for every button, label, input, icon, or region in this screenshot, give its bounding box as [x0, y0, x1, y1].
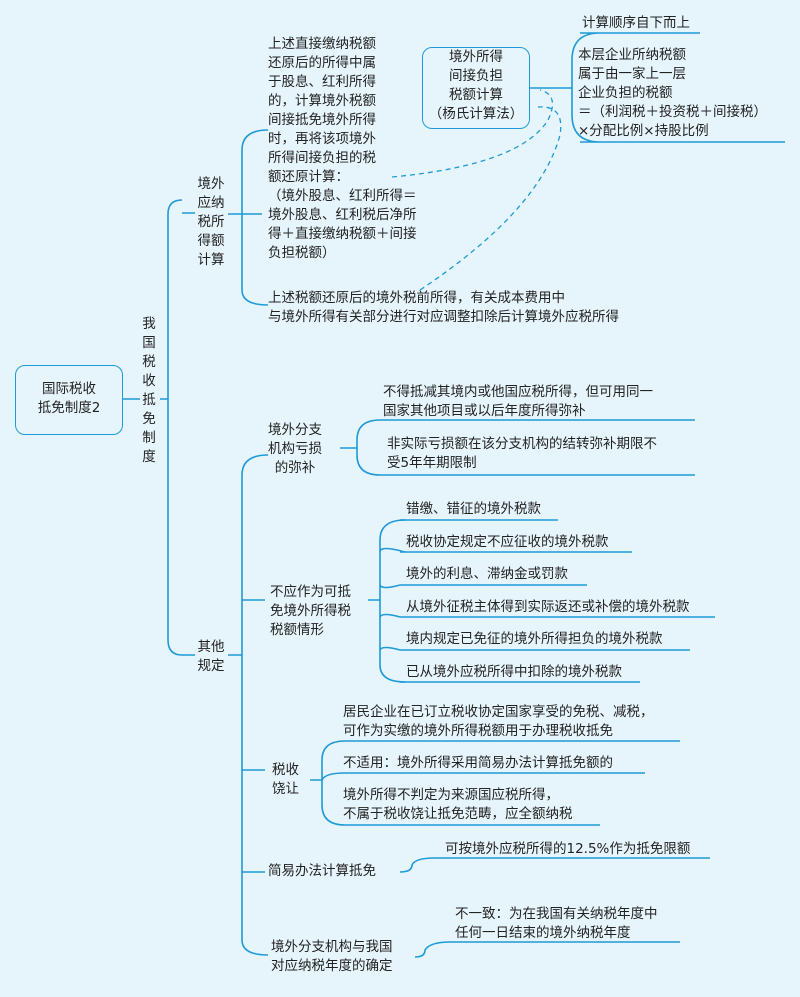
non-credit-item: 从境外征税主体得到实际返还或补偿的境外税款 [406, 599, 690, 615]
sparing-item: 居民企业在已订立税收协定国家享受的免税、减税， 可作为实缴的境外所得税额用于办理… [343, 704, 654, 739]
non-credit-item: 错缴、错征的境外税款 [406, 501, 541, 517]
loss-item: 非实际亏损额在该分支机构的结转弥补期限不 受5年年期限制 [387, 436, 657, 471]
sparing-title: 税收 饶让 [272, 762, 299, 797]
root-node: 国际税收 抵免制度2 [15, 365, 123, 435]
loss-title: 境外分支 机构亏损 的弥补 [268, 422, 322, 476]
simple-title: 简易办法计算抵免 [268, 863, 376, 879]
non-credit-item: 境内规定已免征的境外所得担负的境外税款 [406, 631, 663, 647]
calc-order: 计算顺序自下而上 [582, 15, 690, 31]
non-credit-item: 境外的利息、滞纳金或罚款 [406, 566, 568, 582]
sparing-item: 不适用：境外所得采用简易办法计算抵免额的 [343, 755, 613, 771]
yang-method-box: 境外所得 间接负担 税额计算 （杨氏计算法） [422, 47, 530, 129]
year-item: 不一致：为在我国有关纳税年度中 任何一日结束的境外纳税年度 [455, 906, 658, 941]
non-credit-item: 税收协定规定不应征收的境外税款 [406, 534, 609, 550]
section1-title: 境外 应纳 税所 得额 计算 [197, 176, 225, 268]
root-title: 国际税收 抵免制度2 [37, 381, 101, 416]
level1-title: 我 国 税 收 抵 免 制 度 [142, 316, 156, 465]
yang-method-text: 境外所得 间接负担 税额计算 （杨氏计算法） [428, 49, 524, 122]
formula: 本层企业所纳税额 属于由一家上一层 企业负担的税额 ＝（利润税＋投资税＋间接税）… [578, 47, 767, 139]
section1-text1: 上述直接缴纳税额 还原后的所得中属 于股息、红利所得 的，计算境外税额 间接抵免… [268, 36, 417, 261]
simple-item: 可按境外应税所得的12.5%作为抵免限额 [445, 841, 691, 857]
section1-text2: 上述税额还原后的境外税前所得，有关成本费用中 与境外所得有关部分进行对应调整扣除… [268, 290, 619, 325]
loss-item: 不得抵减其境内或他国应税所得，但可用同一 国家其他项目或以后年度所得弥补 [383, 384, 653, 419]
sparing-item: 境外所得不判定为来源国应税所得， 不属于税收饶让抵免范畴，应全额纳税 [343, 787, 573, 822]
year-title: 境外分支机构与我国 对应纳税年度的确定 [271, 939, 393, 974]
non-credit-title: 不应作为可抵 免境外所得税 税额情形 [270, 584, 351, 638]
non-credit-item: 已从境外应税所得中扣除的境外税款 [406, 664, 622, 680]
section2-title: 其他 规定 [197, 639, 225, 674]
